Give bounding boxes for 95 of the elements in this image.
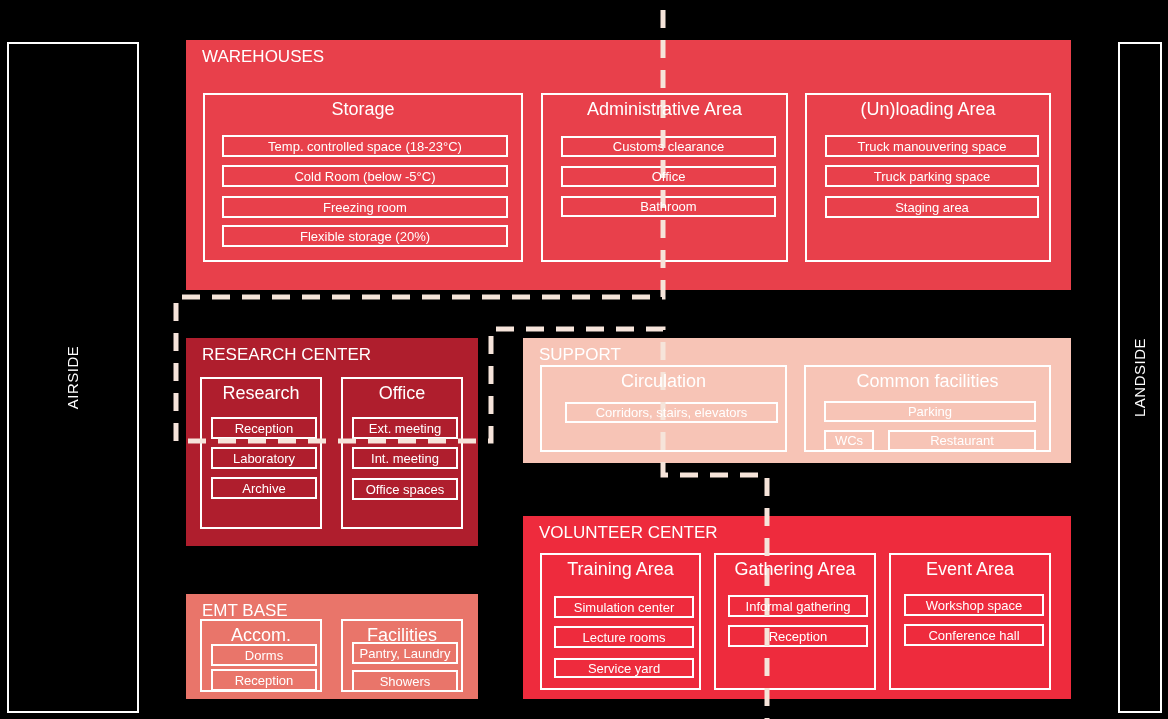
area-title: Training Area [566, 559, 675, 580]
room-label: Parking [907, 405, 953, 418]
room-box [211, 669, 317, 691]
zone-panel [523, 516, 1071, 699]
side-band [7, 42, 139, 713]
room-box [825, 196, 1039, 218]
room-box [824, 401, 1036, 422]
area-box [540, 553, 701, 690]
room-label: Customs clearance [612, 140, 725, 153]
room-box [904, 624, 1044, 646]
zone-panel [523, 338, 1071, 463]
room-label: Reception [234, 673, 294, 687]
room-label: Restaurant [930, 434, 994, 447]
room-label: Laboratory [232, 451, 296, 465]
room-box [554, 596, 694, 618]
room-label: Office [651, 170, 686, 183]
room-box [561, 196, 776, 217]
room-box [888, 430, 1036, 451]
zone-title: VOLUNTEER CENTER [539, 523, 718, 543]
zone-panel [186, 338, 478, 546]
room-label: Service yard [587, 661, 661, 675]
area-box [541, 93, 788, 262]
room-label: Showers [379, 674, 431, 688]
room-box [825, 165, 1039, 187]
zone-title: RESEARCH CENTER [202, 345, 372, 365]
room-label: Simulation center [573, 600, 675, 614]
room-box [352, 417, 458, 439]
side-band [1118, 42, 1162, 713]
area-box [341, 377, 463, 529]
room-box [222, 165, 508, 187]
room-box [825, 135, 1039, 157]
room-box [211, 477, 317, 499]
room-box [211, 644, 317, 666]
room-label: Flexible storage (20%) [299, 229, 431, 243]
room-box [554, 626, 694, 648]
room-label: Dorms [244, 648, 284, 662]
zone-title: WAREHOUSES [202, 47, 325, 67]
zone-panel [186, 594, 478, 699]
side-label: AIRSIDE [64, 345, 82, 410]
room-label: Ext. meeting [368, 421, 442, 435]
side-label: LANDSIDE [1131, 338, 1149, 417]
area-title: Common facilities [855, 371, 1000, 392]
room-label: Workshop space [925, 598, 1023, 612]
zone-panel [186, 40, 1071, 290]
room-label: Office spaces [365, 482, 445, 496]
area-box [341, 619, 463, 692]
area-box [714, 553, 876, 690]
area-title: (Un)loading Area [859, 99, 997, 120]
room-label: Freezing room [323, 200, 407, 214]
room-box [211, 417, 317, 439]
area-title: Event Area [924, 559, 1016, 580]
room-box [211, 447, 317, 469]
room-label: Temp. controlled space (18-23°C) [268, 139, 462, 153]
room-box [222, 225, 508, 247]
room-label: Lecture rooms [582, 630, 666, 644]
room-box [561, 136, 776, 157]
room-label: WCs [834, 434, 864, 447]
zone-title: EMT BASE [202, 601, 288, 621]
room-box [352, 447, 458, 469]
area-title: Research [221, 383, 301, 404]
room-label: Reception [768, 629, 828, 643]
room-label: Corridors, stairs, elevators [595, 406, 748, 419]
area-box [203, 93, 523, 262]
area-title: Office [377, 383, 427, 404]
room-box [222, 135, 508, 157]
room-label: Cold Room (below -5°C) [294, 169, 436, 183]
room-box [222, 196, 508, 218]
area-box [805, 93, 1051, 262]
room-label: Truck manouvering space [857, 139, 1007, 153]
room-label: Conference hall [928, 628, 1020, 642]
room-label: Pantry, Laundry [359, 646, 451, 660]
room-label: Truck parking space [873, 169, 991, 183]
area-box [200, 619, 322, 692]
room-box [904, 594, 1044, 616]
room-box [824, 430, 874, 451]
room-label: Staging area [895, 200, 969, 214]
room-box [352, 478, 458, 500]
room-box [561, 166, 776, 187]
room-label: Int. meeting [371, 451, 439, 465]
area-box [200, 377, 322, 529]
room-box [554, 658, 694, 678]
room-box [728, 625, 868, 647]
zone-title: SUPPORT [539, 345, 621, 365]
room-label: Reception [234, 421, 294, 435]
area-title: Facilities [366, 625, 438, 646]
area-box [804, 365, 1051, 452]
room-box [352, 670, 458, 692]
area-box [889, 553, 1051, 690]
room-box [565, 402, 778, 423]
area-title: Accom. [230, 625, 292, 646]
area-title: Gathering Area [733, 559, 857, 580]
room-label: Archive [242, 481, 286, 495]
area-box [540, 365, 787, 452]
room-box [352, 642, 458, 664]
area-title: Storage [330, 99, 396, 120]
